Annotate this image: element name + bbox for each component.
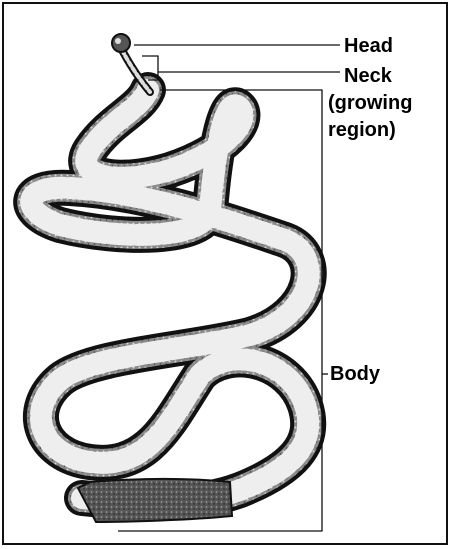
label-neck-note-line2: region) — [328, 118, 396, 142]
label-neck: Neck — [344, 64, 392, 88]
label-neck-note-line1: (growing — [328, 91, 412, 115]
worm-tail-end — [78, 479, 232, 522]
label-body: Body — [330, 362, 380, 386]
worm-body — [31, 90, 309, 503]
label-head: Head — [344, 34, 393, 58]
worm-head — [112, 34, 130, 52]
